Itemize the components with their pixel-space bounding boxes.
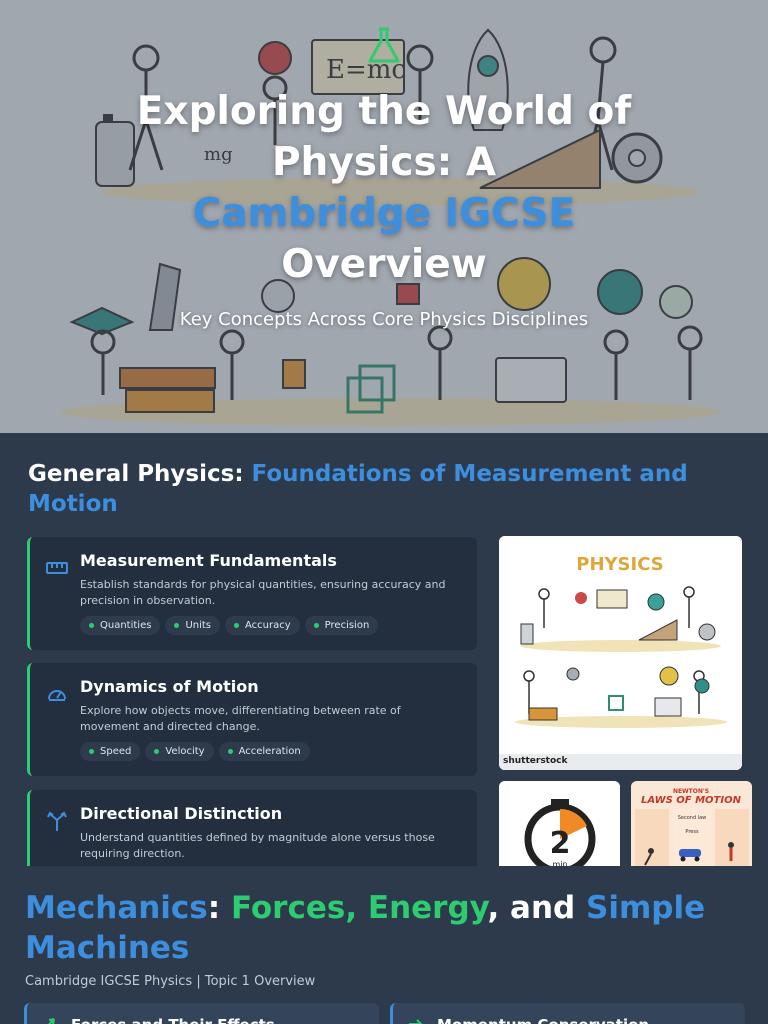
tag-speed: Speed <box>80 742 141 761</box>
force-icon <box>48 1018 55 1024</box>
card-title: Momentum Conservation <box>437 1016 649 1024</box>
laws-of-motion-graphic: NEWTON'S LAWS OF MOTION Second law Press <box>631 781 752 866</box>
motion-card: Dynamics of Motion Explore how objects m… <box>27 663 477 776</box>
heading-mechanics: Mechanics <box>25 890 208 926</box>
title-part2: Overview <box>281 242 487 287</box>
flask-icon <box>368 27 400 63</box>
physics-banner-text: PHYSICS <box>576 554 663 575</box>
direction-arrows-icon <box>47 811 67 831</box>
physics-image: PHYSICS shutterstock <box>499 536 742 770</box>
heading-sep2: , and <box>487 890 576 926</box>
card-description: Understand quantities defined by magnitu… <box>80 831 435 860</box>
heading-sep1: : <box>207 890 221 926</box>
image-watermark: shutterstock <box>499 754 742 770</box>
stopwatch-image: 2 min <box>499 781 620 866</box>
tag-units: Units <box>165 616 221 635</box>
mechanics-heading: Mechanics: Forces, Energy, and Simple Ma… <box>25 888 755 968</box>
hero-section: E=mc mg <box>0 0 768 433</box>
tag-list: Speed Velocity Acceleration <box>80 742 310 761</box>
stopwatch-unit: min <box>552 860 567 866</box>
laws-label-press: Press <box>685 829 699 835</box>
laws-title-small: NEWTON'S <box>673 788 709 795</box>
card-description: Establish standards for physical quantit… <box>80 578 446 607</box>
general-physics-heading: General Physics: Foundations of Measurem… <box>28 459 748 519</box>
card-title: Measurement Fundamentals <box>80 551 337 570</box>
hero-overlay <box>0 0 768 433</box>
heading-accent: Foundations of Measurement and Motion <box>28 461 688 517</box>
page-title: Exploring the World of Physics: A Cambri… <box>60 86 708 290</box>
card-title: Forces and Their Effects <box>71 1016 275 1024</box>
title-accent: Cambridge IGCSE <box>192 191 576 236</box>
tag-quantities: Quantities <box>80 616 161 635</box>
card-description: Explore how objects move, differentiatin… <box>80 704 401 733</box>
directional-card: Directional Distinction Understand quant… <box>27 790 477 866</box>
heading-simple-machines: Simple Machines <box>25 890 706 966</box>
page-subtitle: Key Concepts Across Core Physics Discipl… <box>179 309 589 330</box>
card-title: Dynamics of Motion <box>80 677 259 696</box>
physics-illustration: E=mc mg <box>0 0 768 433</box>
card-title: Directional Distinction <box>80 804 283 823</box>
tag-list: Quantities Units Accuracy Precision <box>80 616 379 635</box>
measurement-card: Measurement Fundamentals Establish stand… <box>27 537 477 650</box>
mechanics-section: Mechanics: Forces, Energy, and Simple Ma… <box>0 866 768 1024</box>
title-part1: Exploring the World of Physics: A <box>136 89 632 185</box>
forces-card: Forces and Their Effects <box>24 1003 379 1024</box>
stopwatch-number: 2 <box>550 826 571 861</box>
speedometer-icon <box>48 690 66 701</box>
laws-label-second: Second law <box>678 815 707 821</box>
heading-forces-energy: Forces, Energy <box>230 890 488 926</box>
mechanics-subtitle: Cambridge IGCSE Physics | Topic 1 Overvi… <box>25 974 316 989</box>
physics-doodle: PHYSICS <box>499 536 742 770</box>
stopwatch-icon: 2 min <box>499 781 620 866</box>
momentum-icon <box>409 1019 423 1024</box>
general-physics-section: General Physics: Foundations of Measurem… <box>0 433 768 866</box>
tag-acceleration: Acceleration <box>218 742 310 761</box>
heading-prefix: General Physics: <box>28 461 244 487</box>
laws-title: LAWS OF MOTION <box>641 795 742 806</box>
tag-accuracy: Accuracy <box>225 616 300 635</box>
tag-precision: Precision <box>304 616 379 635</box>
mass-text: mg <box>204 144 233 165</box>
laws-of-motion-image: NEWTON'S LAWS OF MOTION Second law Press <box>631 781 752 866</box>
tag-velocity: Velocity <box>145 742 214 761</box>
ruler-icon <box>46 562 68 574</box>
momentum-card: Momentum Conservation <box>390 1003 745 1024</box>
